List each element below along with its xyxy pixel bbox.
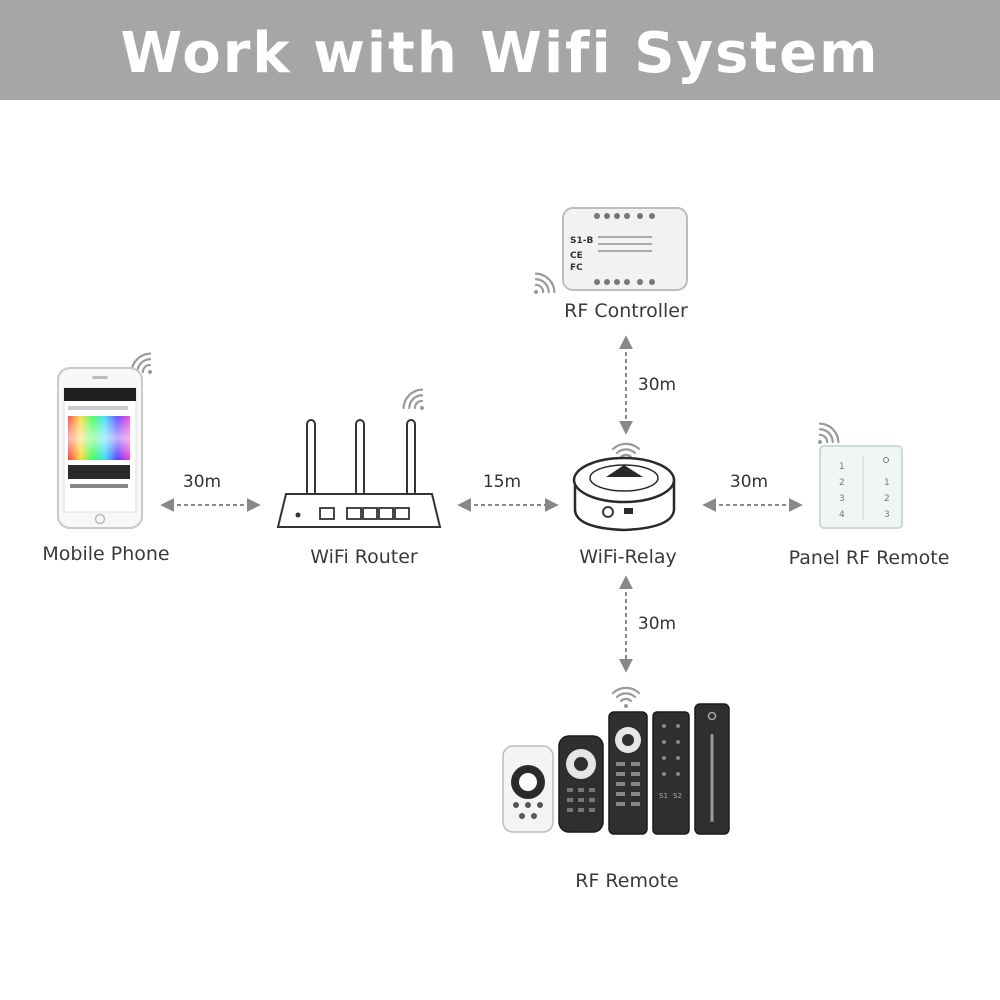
distance-relay-remote: 30m	[637, 614, 677, 634]
wifi-router-device	[276, 419, 442, 528]
label-wifi-router: WiFi Router	[310, 546, 418, 568]
distance-phone-router: 30m	[182, 472, 222, 492]
wifi-relay-device	[572, 456, 676, 532]
panel-key-left-4: 4	[839, 510, 845, 520]
rf-remote-white-device	[502, 745, 554, 833]
rf-remote-dark-keypad-device	[608, 711, 648, 835]
mobile-phone-device	[57, 367, 143, 529]
rf-controller-model-label: S1-B	[570, 236, 593, 246]
wifi-signal-icon	[534, 272, 556, 294]
panel-key-right-3: 3	[884, 510, 890, 520]
rf-remote-dark-round-device	[558, 735, 604, 833]
distance-router-relay: 15m	[482, 472, 522, 492]
rf-remote-dark-scene-device: S1 S2	[652, 711, 690, 835]
panel-key-left-2: 2	[839, 478, 845, 488]
distance-relay-controller: 30m	[637, 375, 677, 395]
label-rf-controller: RF Controller	[564, 300, 688, 322]
wifi-signal-icon	[402, 388, 424, 410]
distance-relay-panel: 30m	[729, 472, 769, 492]
panel-key-right-2: 2	[884, 494, 890, 504]
wifi-signal-icon	[611, 686, 641, 708]
rf-remote-dark-slider-device	[694, 703, 730, 835]
label-mobile-phone: Mobile Phone	[42, 543, 170, 565]
label-rf-remote: RF Remote	[575, 870, 679, 892]
wifi-signal-icon	[818, 422, 840, 444]
panel-key-right-1: 1	[884, 478, 890, 488]
remote-key-s2: S2	[673, 792, 682, 800]
rf-controller-device: S1-B CE FC	[562, 207, 688, 291]
panel-key-left-3: 3	[839, 494, 845, 504]
svg-text:FC: FC	[570, 263, 583, 273]
label-wifi-relay: WiFi-Relay	[579, 546, 677, 568]
header-banner: Work with Wifi System	[0, 0, 1000, 100]
page-title: Work with Wifi System	[120, 20, 880, 86]
panel-rf-remote-device: 1 2 3 4 1 2 3	[819, 445, 903, 529]
label-panel-rf-remote: Panel RF Remote	[788, 547, 950, 569]
remote-key-s1: S1	[659, 792, 668, 800]
panel-key-left-1: 1	[839, 462, 845, 472]
svg-text:CE: CE	[570, 251, 583, 261]
